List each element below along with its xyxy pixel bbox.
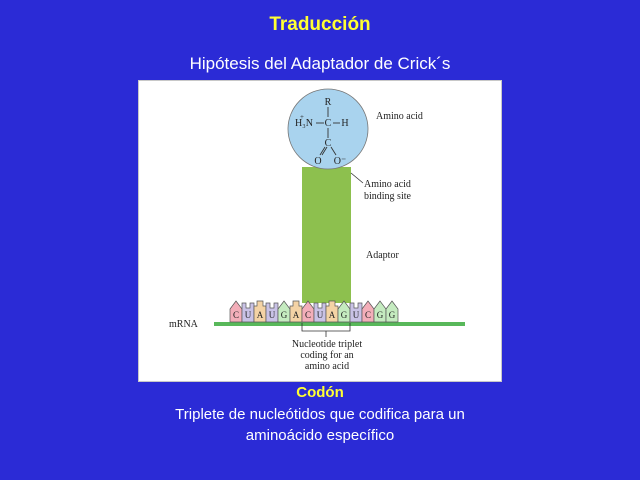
- nucleotide-letter: G: [341, 310, 348, 320]
- hydrogen-text: H: [341, 118, 348, 129]
- adaptor-body: [302, 167, 351, 303]
- nucleotide-letter: A: [293, 310, 300, 320]
- nucleotide-letter: C: [365, 310, 371, 320]
- mrna-label: mRNA: [169, 319, 199, 330]
- nucleotide-A: A: [325, 300, 339, 323]
- nucleotide-block: [313, 302, 327, 323]
- codon-label: Codón: [296, 384, 344, 401]
- nucleotide-letter: U: [269, 310, 276, 320]
- nucleotide-block: [385, 300, 399, 323]
- nucleotide-letter: A: [329, 310, 336, 320]
- amino-acid-label: Amino acid: [376, 111, 423, 122]
- nucleotide-U: U: [313, 302, 327, 323]
- binding-site-label-line1: Amino acid: [364, 179, 411, 190]
- adaptor-diagram: R + H₃N C H C O O⁻ Amino acid Amino acid…: [169, 88, 465, 372]
- charge-plus-text: +: [300, 113, 304, 121]
- nucleotide-letter: G: [389, 310, 396, 320]
- codon-bracket: [301, 323, 351, 337]
- amine-text: H₃N: [295, 118, 313, 129]
- nucleotide-U: U: [241, 302, 255, 323]
- nucleotide-U: U: [265, 302, 279, 323]
- nucleotide-C: C: [301, 300, 315, 323]
- nucleotide-G: G: [337, 300, 351, 323]
- nucleotide-block: [349, 302, 363, 323]
- nucleotide-block: [265, 302, 279, 323]
- slide-subtitle: Hipótesis del Adaptador de Crick´s: [189, 54, 451, 73]
- nucleotide-letter: G: [377, 310, 384, 320]
- triplet-label-line1: Nucleotide triplet: [292, 339, 362, 350]
- nucleotide-letter: U: [353, 310, 360, 320]
- slide-title: Traducción: [269, 14, 371, 35]
- carboxyl-carbon-text: C: [325, 138, 332, 149]
- adaptor-label: Adaptor: [366, 250, 399, 261]
- triplet-label-line2: coding for an: [300, 350, 353, 361]
- nucleotide-letter: G: [281, 310, 288, 320]
- nucleotide-block: [241, 302, 255, 323]
- nucleotide-C: C: [361, 300, 375, 323]
- binding-site-label-line2: binding site: [364, 191, 412, 202]
- adaptor-hypothesis-figure: R + H₃N C H C O O⁻ Amino acid Amino acid…: [138, 80, 502, 382]
- nucleotide-block: [253, 300, 267, 323]
- nucleotide-U: U: [349, 302, 363, 323]
- codon-description: Triplete de nucleótidos que codifica par…: [175, 406, 465, 444]
- oxygen-left-text: O: [314, 156, 321, 167]
- nucleotide-G: G: [373, 300, 387, 323]
- triplet-label-line3: amino acid: [305, 361, 349, 372]
- nucleotide-letter: U: [317, 310, 324, 320]
- nucleotide-letter: U: [245, 310, 252, 320]
- nucleotide-letter: C: [305, 310, 311, 320]
- nucleotide-block: [289, 300, 303, 323]
- binding-site-leader: [350, 172, 364, 184]
- alpha-carbon-text: C: [325, 118, 332, 129]
- nucleotide-A: A: [253, 300, 267, 323]
- nucleotide-letter: C: [233, 310, 239, 320]
- nucleotide-G: G: [385, 300, 399, 323]
- r-group-text: R: [325, 97, 332, 108]
- nucleotide-G: G: [277, 300, 291, 323]
- oxygen-right-text: O⁻: [334, 156, 347, 167]
- molecule-bonds: [316, 107, 340, 156]
- nucleotide-letter: A: [257, 310, 264, 320]
- nucleotide-A: A: [289, 300, 303, 323]
- nucleotide-C: C: [229, 300, 243, 323]
- nucleotide-block: [325, 300, 339, 323]
